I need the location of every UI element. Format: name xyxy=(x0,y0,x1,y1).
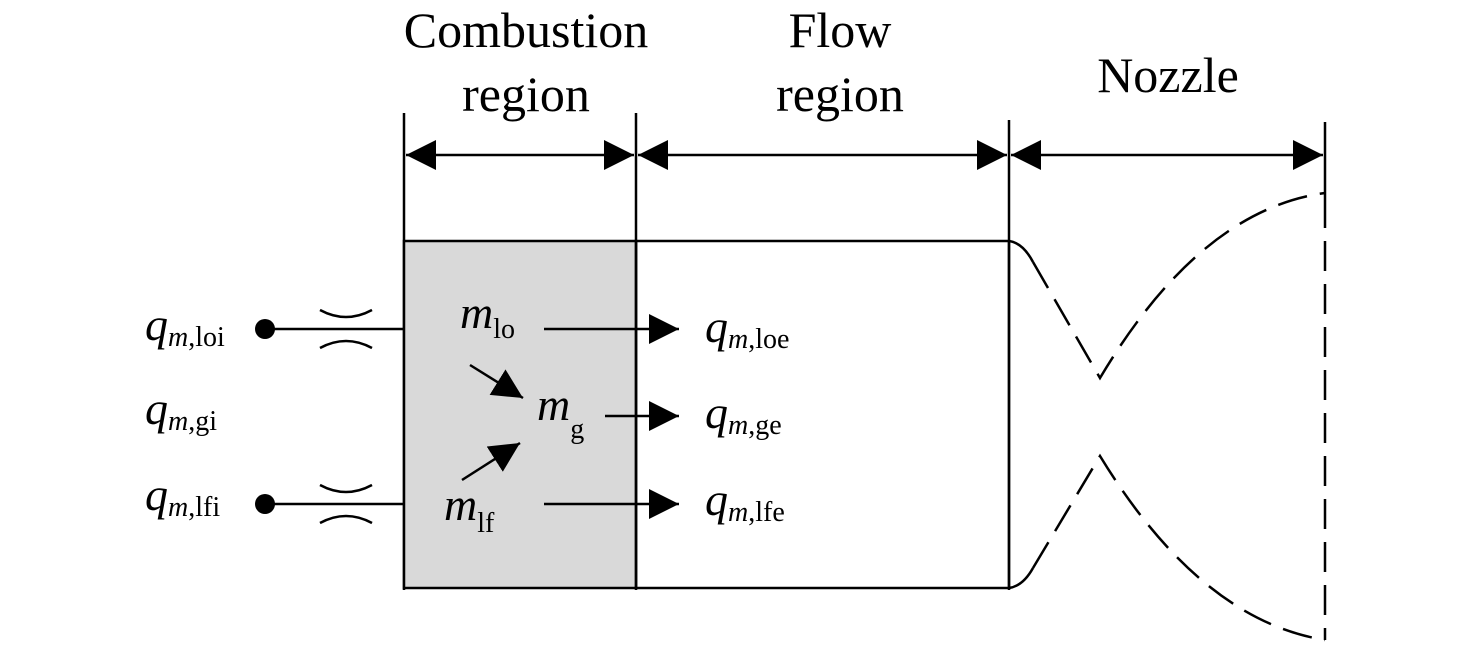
orifice-lo-bottom xyxy=(319,339,373,350)
header-combustion-line1: Combustion xyxy=(404,2,648,58)
header-nozzle: Nozzle xyxy=(1097,47,1239,103)
combustion-region-box xyxy=(402,239,638,590)
orifice-lo-top xyxy=(319,308,373,319)
label-q-loi: qm,loi xyxy=(145,299,225,353)
label-q-ge: qm,ge xyxy=(705,387,782,441)
label-m-lo: mlo xyxy=(460,287,515,345)
header-flow-line2: region xyxy=(776,66,904,122)
flow-region-box xyxy=(634,239,1011,590)
label-m-lf: mlf xyxy=(444,479,495,539)
label-m-g: mg xyxy=(537,379,584,445)
arrow-mlf-to-mg xyxy=(461,441,521,482)
nozzle-top-fillet xyxy=(1008,239,1035,263)
label-q-loe: qm,loe xyxy=(705,301,789,355)
orifice-lf-top xyxy=(319,483,373,494)
nozzle-lower-contour xyxy=(1031,453,1326,642)
header-combustion-line2: region xyxy=(462,66,590,122)
label-q-lfi: qm,lfi xyxy=(145,469,220,523)
orifice-lf-bottom xyxy=(319,514,373,525)
label-q-lfe: qm,lfe xyxy=(705,474,785,528)
arrow-mlo-to-mg xyxy=(469,363,524,400)
header-flow-line1: Flow xyxy=(789,2,892,58)
label-q-gi: qm,gi xyxy=(145,383,217,437)
nozzle-bottom-fillet xyxy=(1008,567,1035,590)
nozzle-upper-contour xyxy=(1031,191,1326,381)
